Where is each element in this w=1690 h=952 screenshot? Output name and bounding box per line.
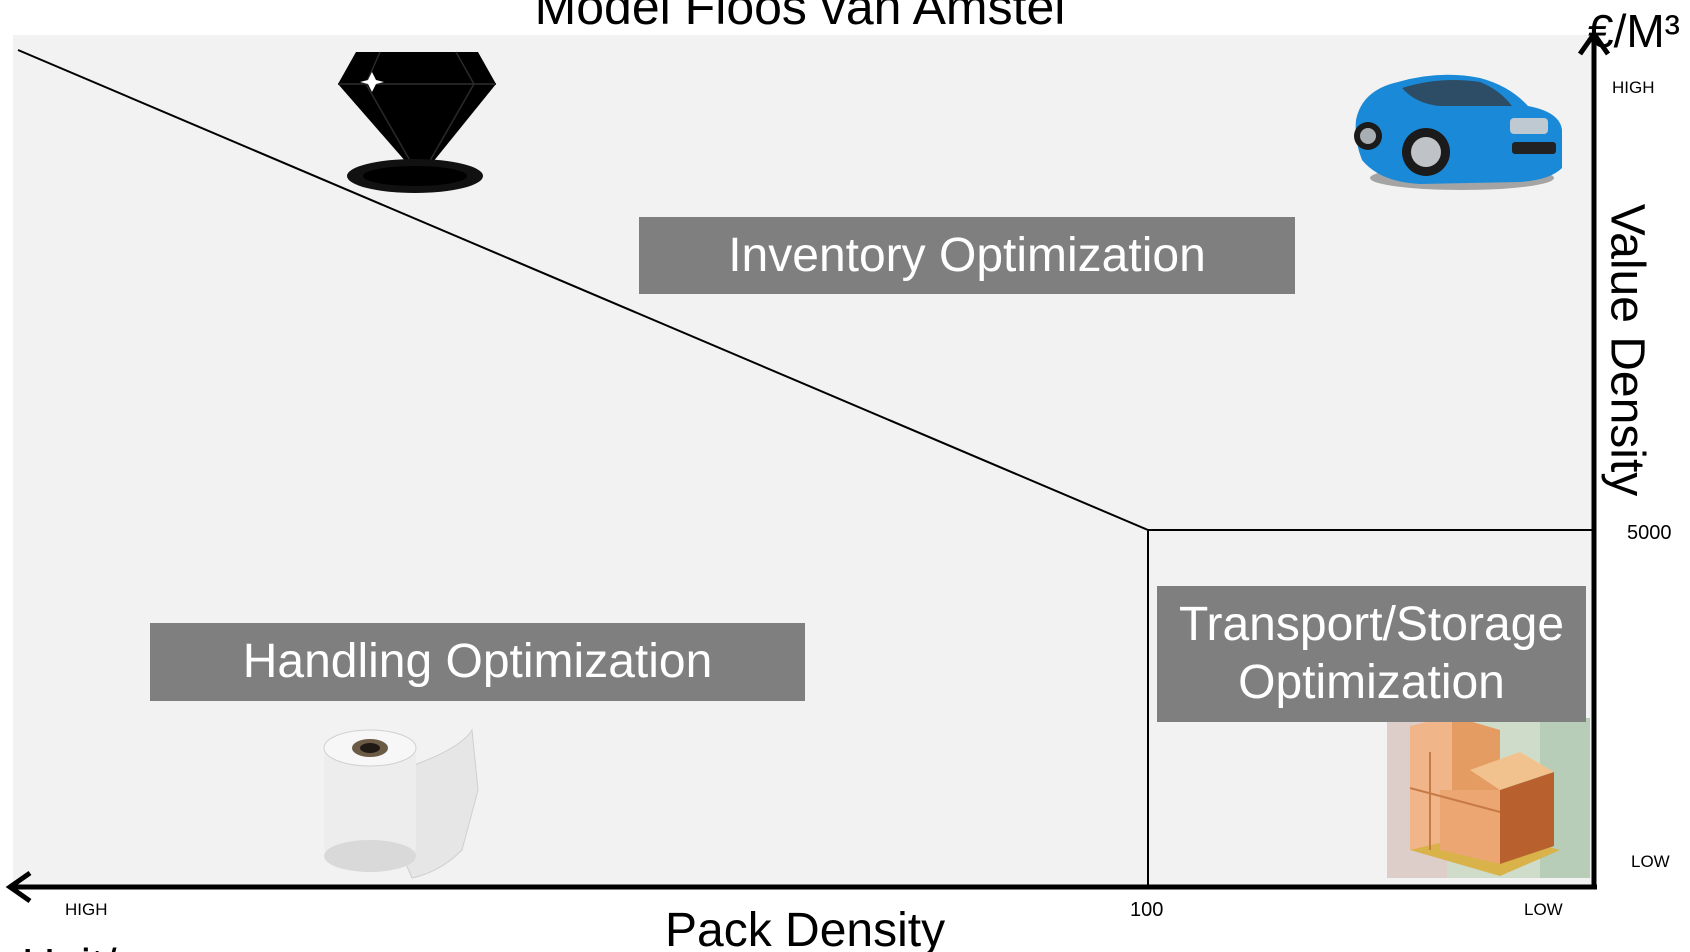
y-axis-low-label: LOW [1631, 852, 1670, 871]
pallet-boxes-icon [1387, 716, 1590, 878]
zone-transport-storage-optimization: Transport/Storage Optimization [1157, 586, 1586, 722]
x-axis-high-label: HIGH [65, 900, 108, 919]
x-axis-threshold-label: 100 [1130, 899, 1164, 921]
y-axis-threshold-label: 5000 [1627, 522, 1672, 544]
diamond-icon [338, 51, 496, 193]
x-axis-low-label: LOW [1524, 900, 1563, 919]
car-icon [1354, 74, 1562, 190]
toilet-paper-icon [323, 728, 479, 879]
diagonal-boundary-line [17, 49, 1149, 531]
zone-inventory-optimization: Inventory Optimization [639, 217, 1295, 294]
y-axis-unit: €/M³ [1588, 5, 1680, 57]
diagram-title: Model Floos van Amstel [534, 0, 1066, 35]
plot-area [13, 35, 1593, 887]
y-axis-title: Value Density [1600, 203, 1654, 497]
zone-handling-optimization: Handling Optimization [150, 623, 805, 701]
y-axis-arrowhead [1577, 29, 1611, 56]
y-axis-high-label: HIGH [1612, 78, 1655, 97]
x-axis-title: Pack Density [665, 904, 946, 952]
x-axis-arrowhead [5, 870, 32, 904]
x-axis-unit: Unit/ [22, 938, 117, 952]
